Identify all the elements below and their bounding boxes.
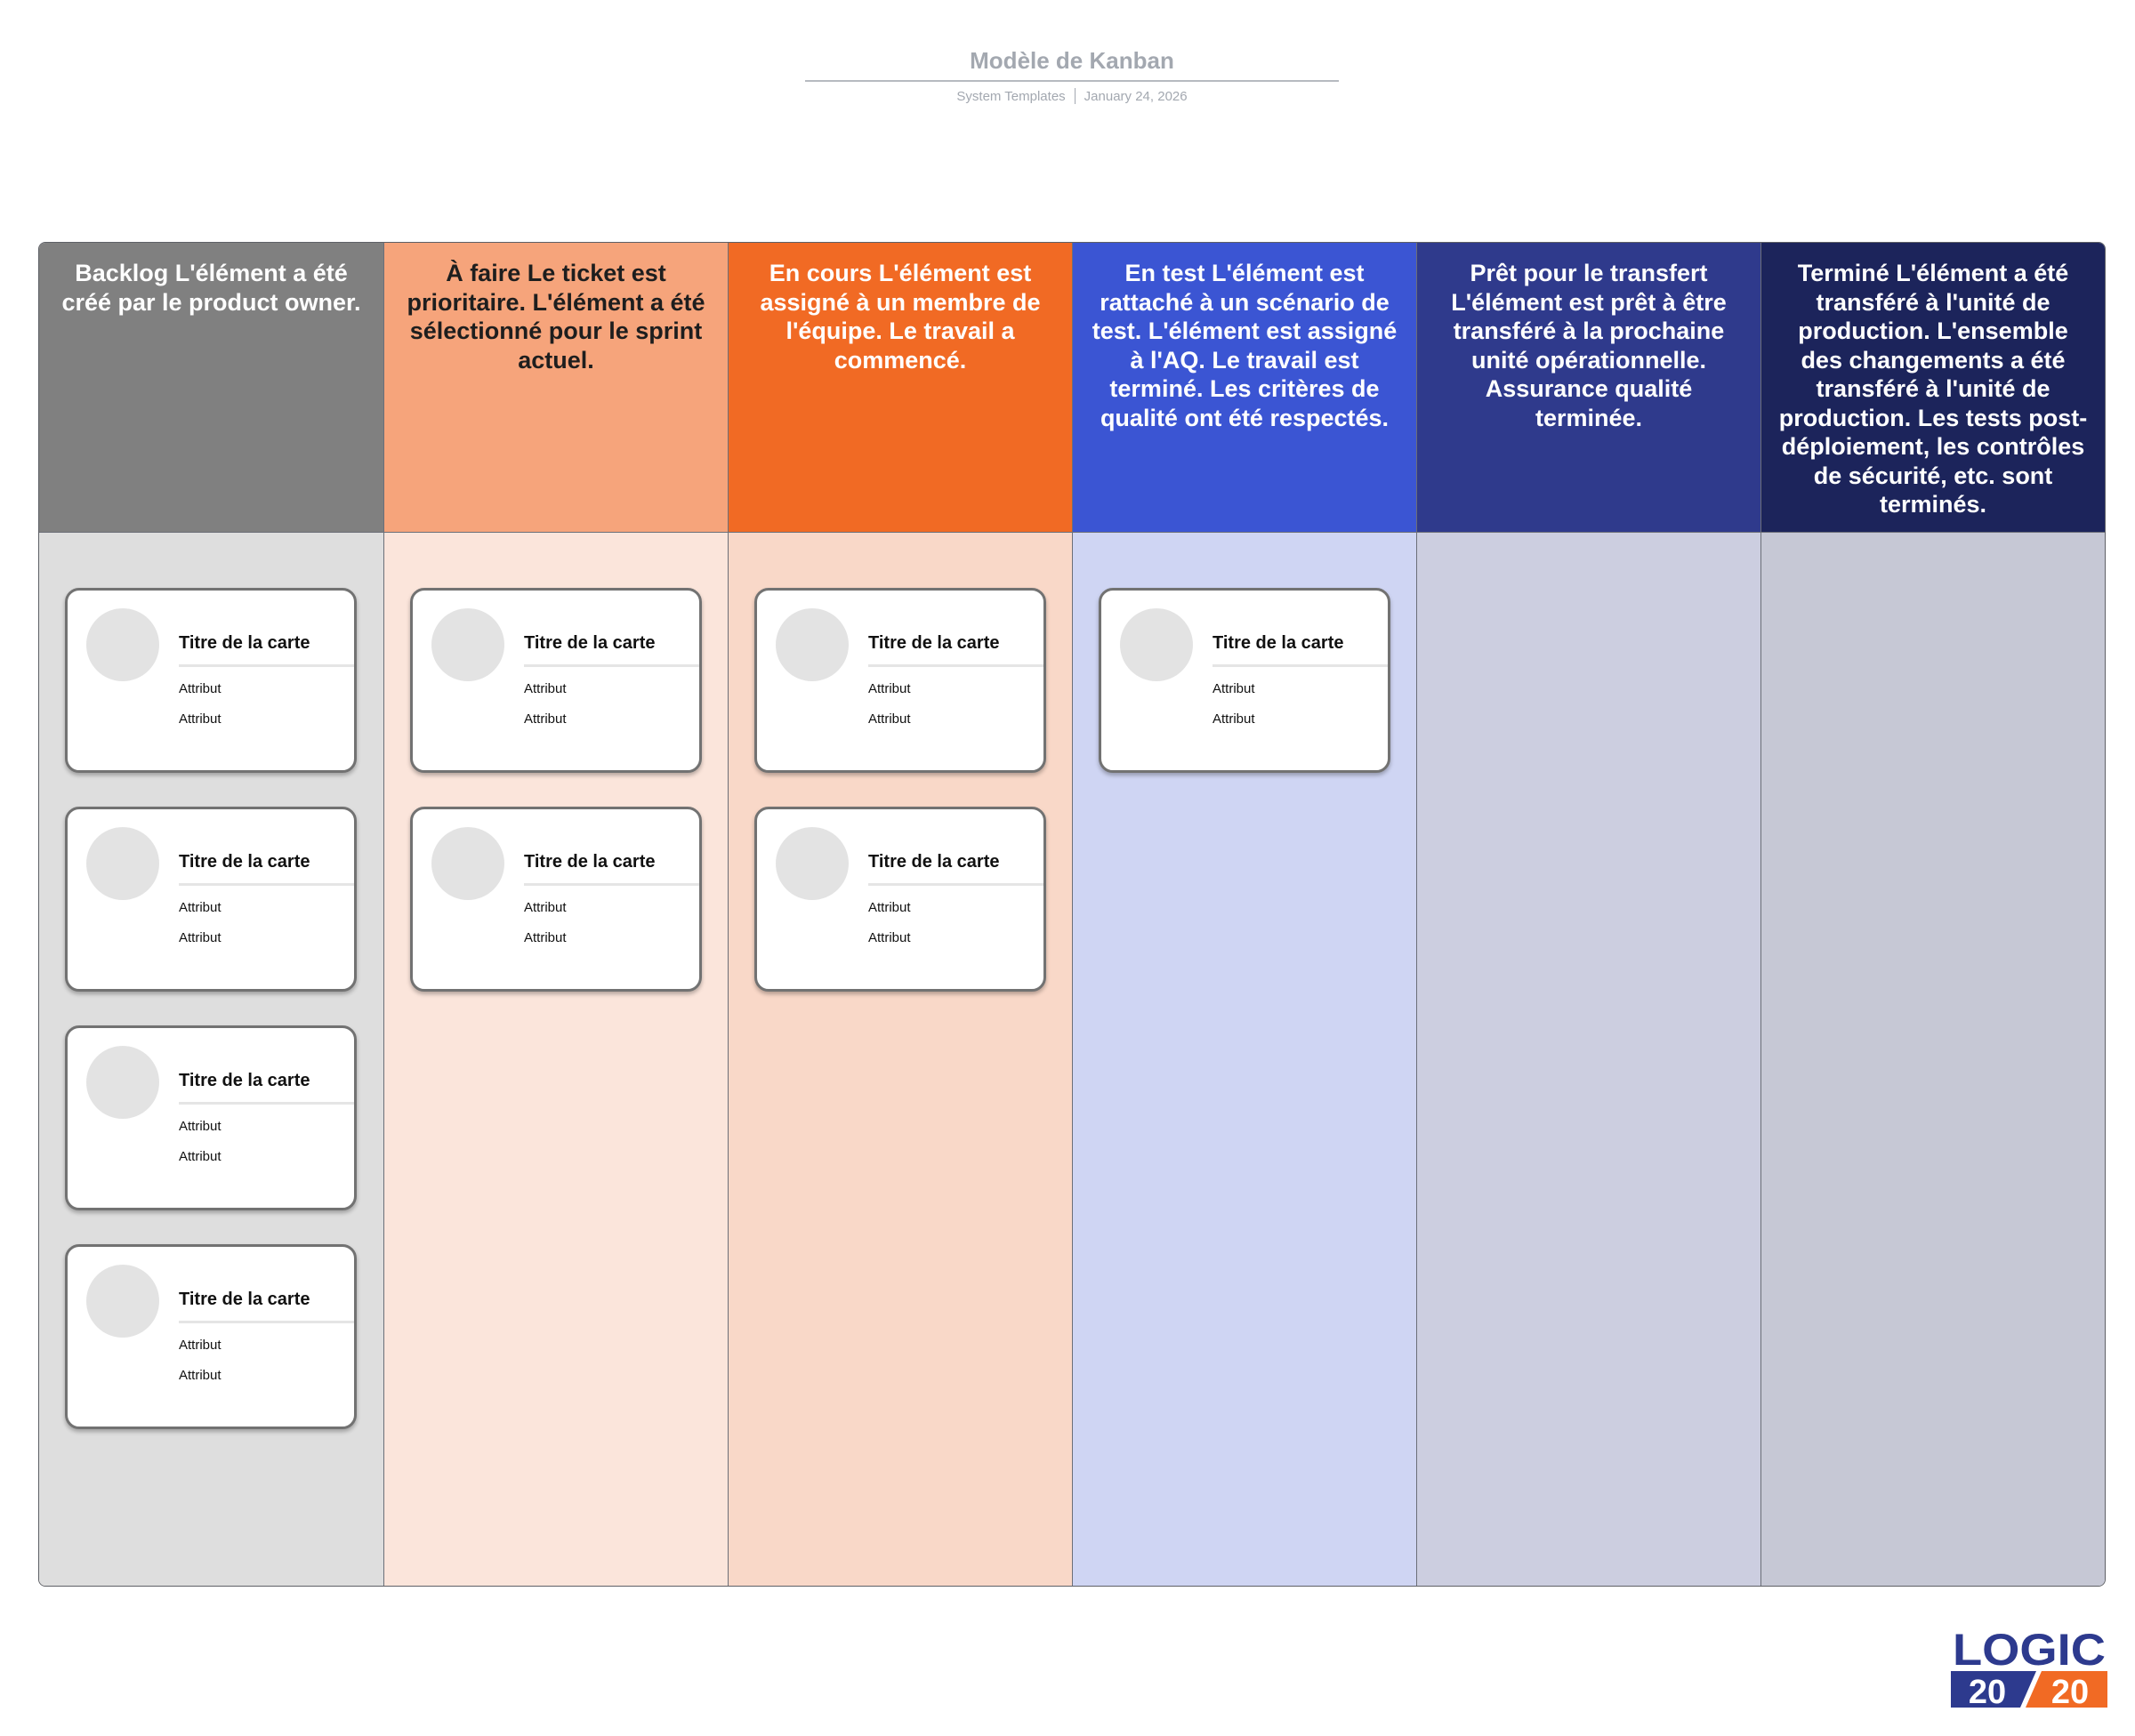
card-title: Titre de la carte [179,852,310,872]
column-in-progress: En cours L'élément est assigné à un memb… [728,243,1072,1586]
card-attribute: Attribut [1213,711,1255,727]
column-header: En cours L'élément est assigné à un memb… [729,243,1072,533]
card-title: Titre de la carte [179,1071,310,1090]
column-backlog: Backlog L'élément a été créé par le prod… [39,243,383,1586]
card-avatar [86,1046,159,1119]
logo-number-right: 20 [2051,1674,2089,1708]
kanban-card[interactable]: Titre de la carte Attribut Attribut [754,588,1046,773]
card-attribute: Attribut [1213,681,1255,696]
column-done: Terminé L'élément a été transféré à l'un… [1760,243,2105,1586]
card-attribute: Attribut [868,681,911,696]
column-body [1761,533,2105,1586]
card-attribute: Attribut [524,900,567,915]
column-header: Prêt pour le transfert L'élément est prê… [1417,243,1760,533]
column-testing: En test L'élément est rattaché à un scén… [1072,243,1416,1586]
card-attribute: Attribut [868,930,911,945]
column-body: Titre de la carte Attribut Attribut [1073,533,1416,1586]
title-divider [805,80,1339,82]
card-divider [179,883,354,886]
logo-orange-block [2026,1671,2107,1708]
card-attribute: Attribut [179,1149,222,1164]
card-attribute: Attribut [179,900,222,915]
column-ready-for-transfer: Prêt pour le transfert L'élément est prê… [1416,243,1760,1586]
card-attribute: Attribut [524,711,567,727]
card-avatar [86,608,159,681]
card-divider [179,1321,354,1323]
card-title: Titre de la carte [524,852,656,872]
logo-blue-block [1951,1671,2036,1708]
card-attribute: Attribut [179,1338,222,1353]
card-title: Titre de la carte [868,852,1000,872]
card-avatar [1120,608,1193,681]
card-attribute: Attribut [868,900,911,915]
card-title: Titre de la carte [524,633,656,653]
kanban-card[interactable]: Titre de la carte Attribut Attribut [1099,588,1390,773]
kanban-card[interactable]: Titre de la carte Attribut Attribut [410,807,702,992]
kanban-card[interactable]: Titre de la carte Attribut Attribut [410,588,702,773]
card-divider [179,664,354,667]
column-body [1417,533,1760,1586]
kanban-card[interactable]: Titre de la carte Attribut Attribut [754,807,1046,992]
kanban-card[interactable]: Titre de la carte Attribut Attribut [65,588,357,773]
column-body: Titre de la carte Attribut Attribut Titr… [39,533,383,1586]
card-title: Titre de la carte [179,633,310,653]
column-todo: À faire Le ticket est prioritaire. L'élé… [383,243,728,1586]
card-avatar [431,827,504,900]
card-divider [179,1102,354,1105]
card-attribute: Attribut [179,930,222,945]
kanban-card[interactable]: Titre de la carte Attribut Attribut [65,1244,357,1429]
card-title: Titre de la carte [868,633,1000,653]
card-avatar [776,608,849,681]
document-meta: System Templates January 24, 2026 [805,88,1339,104]
card-avatar [86,827,159,900]
column-header: À faire Le ticket est prioritaire. L'élé… [384,243,728,533]
column-header: Terminé L'élément a été transféré à l'un… [1761,243,2105,533]
card-divider [1213,664,1388,667]
card-title: Titre de la carte [1213,633,1344,653]
kanban-card[interactable]: Titre de la carte Attribut Attribut [65,1025,357,1210]
card-title: Titre de la carte [179,1290,310,1309]
kanban-board: Backlog L'élément a été créé par le prod… [38,242,2106,1587]
logic2020-logo: LOGIC 20 20 [1951,1627,2107,1708]
card-attribute: Attribut [179,711,222,727]
card-divider [868,664,1043,667]
card-attribute: Attribut [179,1119,222,1134]
logo-number-left: 20 [1969,1674,2006,1708]
card-attribute: Attribut [179,681,222,696]
document-title: Modèle de Kanban [970,47,1174,74]
card-attribute: Attribut [524,930,567,945]
card-avatar [431,608,504,681]
card-avatar [86,1265,159,1338]
kanban-card[interactable]: Titre de la carte Attribut Attribut [65,807,357,992]
card-attribute: Attribut [868,711,911,727]
logo-wordmark: LOGIC [1953,1627,2106,1675]
card-attribute: Attribut [179,1368,222,1383]
column-body: Titre de la carte Attribut Attribut Titr… [384,533,728,1586]
card-divider [868,883,1043,886]
template-source: System Templates [956,88,1066,104]
card-attribute: Attribut [524,681,567,696]
card-divider [524,883,699,886]
meta-separator [1074,88,1076,104]
card-divider [524,664,699,667]
card-avatar [776,827,849,900]
document-header: Modèle de Kanban System Templates Januar… [805,44,1339,104]
column-body: Titre de la carte Attribut Attribut Titr… [729,533,1072,1586]
column-header: Backlog L'élément a été créé par le prod… [39,243,383,533]
column-header: En test L'élément est rattaché à un scén… [1073,243,1416,533]
document-date: January 24, 2026 [1084,88,1188,104]
